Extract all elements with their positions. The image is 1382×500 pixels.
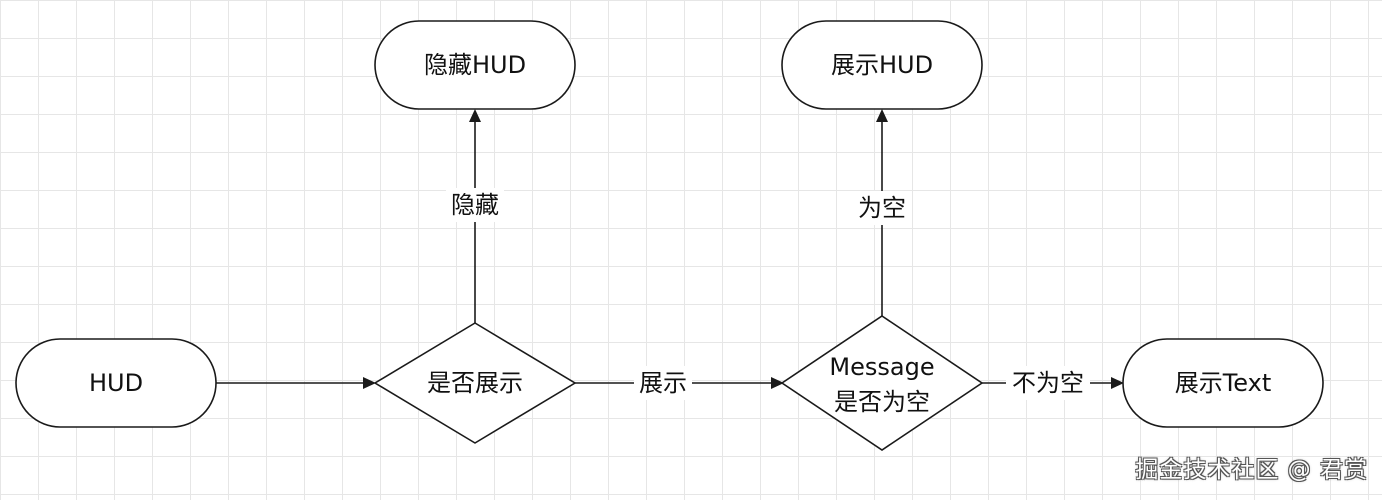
edge-label-not-empty: 不为空 [1006, 366, 1090, 400]
watermark: 掘金技术社区 @ 君赏 [1135, 457, 1368, 483]
edge-label-hide: 隐藏 [446, 188, 504, 222]
node-hud-label: HUD [89, 369, 143, 397]
node-show-text: 展示Text [1122, 338, 1324, 428]
edge-label-empty-text: 为空 [858, 194, 906, 222]
node-hud: HUD [15, 338, 217, 428]
node-show-text-label: 展示Text [1175, 369, 1272, 397]
edge-label-empty: 为空 [853, 191, 911, 225]
edge-label-show-text: 展示 [639, 369, 687, 397]
node-message-empty-line1: Message [829, 353, 934, 381]
edge-label-hide-text: 隐藏 [451, 191, 499, 219]
node-message-empty: Message 是否为空 [780, 315, 984, 451]
node-message-empty-line2: 是否为空 [834, 388, 930, 416]
edge-hud-to-is-show [216, 377, 376, 389]
node-hide-hud: 隐藏HUD [374, 20, 576, 110]
node-hide-hud-label: 隐藏HUD [424, 51, 526, 79]
node-show-hud: 展示HUD [781, 20, 983, 110]
node-show-hud-label: 展示HUD [831, 51, 933, 79]
node-is-show: 是否展示 [373, 322, 577, 444]
edge-label-show: 展示 [634, 366, 692, 400]
node-is-show-label: 是否展示 [427, 369, 523, 397]
edge-label-not-empty-text: 不为空 [1012, 369, 1084, 397]
